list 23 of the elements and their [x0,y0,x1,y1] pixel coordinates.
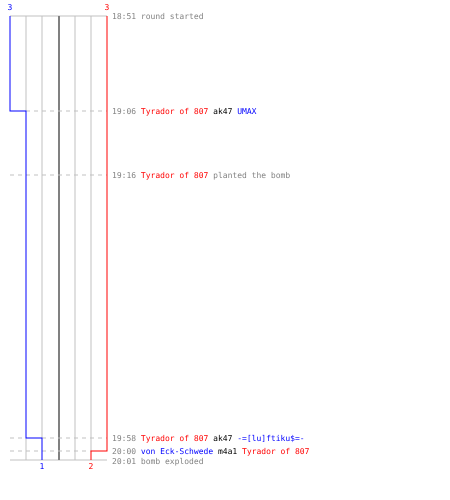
weapon-name: ak47 [213,106,232,116]
player-name: Tyrador of 807 [140,434,208,442]
player-name: Tyrador of 807 [242,446,310,456]
weapon-name: ak47 [213,434,232,442]
time-label: 18:51 [112,12,136,20]
event-text: round started [140,12,204,20]
time-label: 19:16 [112,170,136,180]
player-name: UMAX [237,106,256,116]
count-label: 2 [88,462,94,470]
player-name: von Eck-Schwede [140,446,214,456]
count-label: 3 [104,2,110,12]
time-label: 19:58 [112,434,136,442]
event-text: planted the bomb [213,170,290,180]
time-label: 20:00 [112,446,136,456]
count-label: 3 [8,2,12,12]
time-label: 19:06 [112,106,136,116]
player-name: -=[lu]ftiku$=- [237,434,305,442]
time-label: 20:01 [112,456,136,466]
count-label: 1 [40,462,44,470]
player-name: Tyrador of 807 [140,170,208,180]
weapon-name: m4a1 [218,446,238,456]
event-text: bomb exploded [140,456,204,466]
player-name: Tyrador of 807 [140,106,208,116]
